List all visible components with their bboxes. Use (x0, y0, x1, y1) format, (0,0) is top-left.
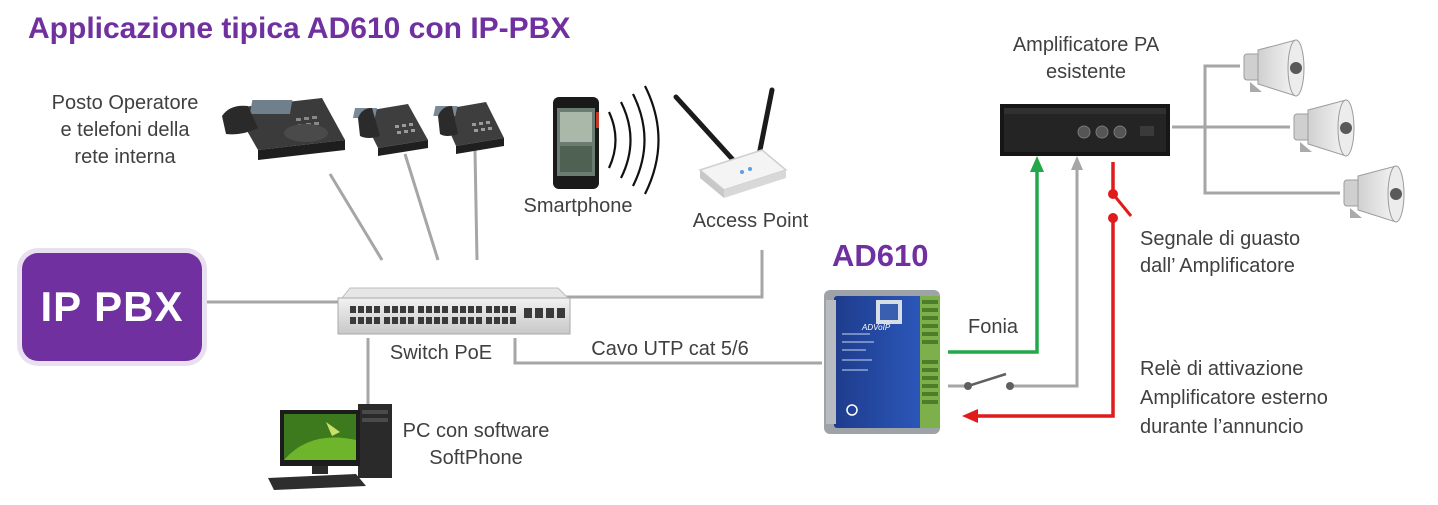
phones-label-line-3: rete interna (74, 146, 176, 168)
pc-icon (268, 404, 392, 490)
switch-label: Switch PoE (389, 342, 493, 364)
link-phone1-switch (328, 173, 384, 261)
relay-label: Relè di attivazione Amplificatore estern… (1140, 355, 1370, 442)
audio-arrow-head (1030, 156, 1044, 172)
switch-poe-icon (337, 287, 571, 335)
link-switch-ad610 (513, 338, 822, 365)
relay-switch-contact (967, 372, 1007, 388)
fault-line (975, 218, 1115, 418)
phones-label: Posto Operatore e telefoni della rete in… (30, 90, 220, 171)
audio-line (948, 170, 1039, 354)
ad610-device-icon (824, 290, 940, 434)
relay-label-line-1: Relè di attivazione (1140, 358, 1304, 380)
fault-arrow-head (962, 409, 978, 423)
ip-pbx-label: IP PBX (40, 283, 184, 330)
speaker-1-icon (1243, 39, 1305, 97)
relay-label-line-3: durante l’annuncio (1140, 416, 1304, 438)
access-point-label: Access Point (692, 210, 809, 232)
pc-label: PC con software SoftPhone (386, 418, 566, 472)
audio-label: Fonia (967, 316, 1019, 338)
phones-label-line-2: e telefoni della (60, 119, 190, 141)
speaker-2-icon (1293, 99, 1355, 157)
pc-label-line-2: SoftPhone (429, 447, 523, 469)
page-title: Applicazione tipica AD610 con IP-PBX (28, 12, 571, 45)
amplifier-label-line-1: Amplificatore PA (1012, 34, 1160, 56)
phone-operator-icon (222, 98, 345, 160)
access-point-icon (673, 87, 788, 198)
connection-lines (204, 64, 1340, 418)
link-phone2-switch (403, 153, 440, 261)
ad610-label: AD610 (832, 238, 929, 273)
pc-label-line-1: PC con software (402, 420, 550, 442)
cable-label: Cavo UTP cat 5/6 (591, 338, 749, 360)
fault-label-line-2: dall’ Amplificatore (1140, 255, 1295, 277)
relay-arrow-head (1071, 156, 1083, 170)
link-amp-speaker3 (1203, 127, 1340, 195)
fault-signal-label: Segnale di guasto dall’ Amplificatore (1140, 226, 1330, 280)
phones-label-line-1: Posto Operatore (51, 92, 199, 114)
link-relay-amp (1010, 162, 1079, 388)
smartphone-icon (553, 97, 599, 189)
link-amp-speaker1 (1172, 64, 1240, 129)
phone-desk-2-icon (433, 102, 504, 154)
amplifier-label-line-2: esistente (1045, 61, 1127, 83)
phone-desk-1-icon (352, 104, 428, 156)
wifi-waves-icon (608, 85, 660, 195)
ip-pbx-node: IP PBX (22, 253, 202, 361)
smartphone-label: Smartphone (523, 195, 633, 217)
speaker-3-icon (1343, 165, 1405, 223)
amplifier-icon (1000, 104, 1170, 156)
amplifier-label: Amplificatore PA esistente (986, 32, 1186, 86)
link-ap-switch (560, 250, 764, 299)
ad610-brand-text: ADVoIP (861, 323, 891, 332)
link-phone3-switch (473, 149, 479, 261)
fault-label-line-1: Segnale di guasto (1140, 228, 1301, 250)
relay-label-line-2: Amplificatore esterno (1140, 387, 1328, 409)
